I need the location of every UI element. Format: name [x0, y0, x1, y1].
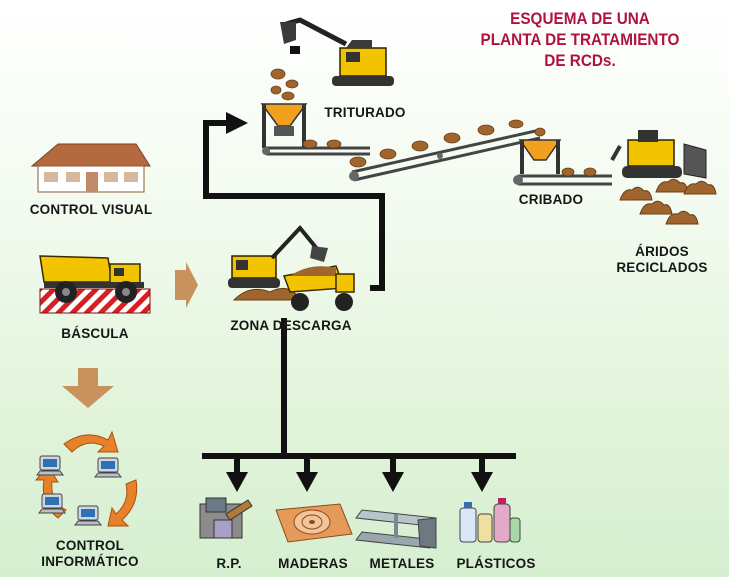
arrow-to-rp	[226, 472, 248, 492]
hopper-icon	[260, 103, 308, 148]
label-bascula: BÁSCULA	[61, 326, 129, 341]
excavator-icon	[280, 17, 394, 86]
dump-truck-icon	[282, 265, 355, 311]
hopper-icon	[518, 139, 562, 174]
label-aridos-reciclados: ÁRIDOS RECICLADOS	[604, 244, 720, 276]
label-control-informatico: CONTROL INFORMÁTICO	[20, 538, 160, 570]
arrow-to-triturado	[226, 112, 248, 134]
arrow-bascula-to-descarga	[175, 262, 198, 308]
label-rp: R.P.	[216, 556, 242, 571]
falling-material	[270, 68, 299, 101]
diagram-title: ESQUEMA DE UNA PLANTA DE TRATAMIENTO DE …	[459, 8, 702, 71]
label-control-informatico-line1: CONTROL	[55, 538, 125, 553]
plastic-bottles-icon	[459, 498, 521, 543]
label-aridos-line1: ÁRIDOS	[635, 244, 689, 259]
steel-beam-icon	[355, 509, 437, 549]
label-cribado: CRIBADO	[518, 192, 584, 207]
label-aridos-line2: RECICLADOS	[616, 260, 708, 275]
arrow-to-maderas	[296, 472, 318, 492]
conveyor-material	[302, 119, 597, 177]
label-control-visual: CONTROL VISUAL	[29, 202, 153, 217]
wood-icon	[275, 503, 353, 543]
dump-truck-icon	[39, 255, 151, 314]
title-line-3: DE RCDs.	[544, 51, 616, 70]
rp-waste-icon	[199, 497, 253, 539]
excavator-icon	[228, 224, 328, 301]
title-line-2: PLANTA DE TRATAMIENTO	[480, 30, 680, 49]
arrow-to-metales	[382, 472, 404, 492]
title-line-1: ESQUEMA DE UNA	[510, 9, 650, 28]
label-maderas: MADERAS	[278, 556, 348, 571]
arrow-bascula-to-control	[62, 368, 114, 408]
label-metales: METALES	[369, 556, 435, 571]
arrow-to-plasticos	[471, 472, 493, 492]
label-zona-descarga: ZONA DESCARGA	[230, 318, 352, 333]
label-control-informatico-line2: INFORMÁTICO	[41, 554, 139, 569]
label-plasticos: PLÁSTICOS	[456, 556, 536, 571]
aggregate-piles	[619, 178, 717, 225]
flow-arrowheads	[226, 112, 493, 492]
label-triturado: TRITURADO	[324, 105, 406, 120]
bulldozer-icon	[610, 130, 707, 179]
flow-lines	[202, 120, 516, 475]
house-icon	[30, 143, 151, 193]
